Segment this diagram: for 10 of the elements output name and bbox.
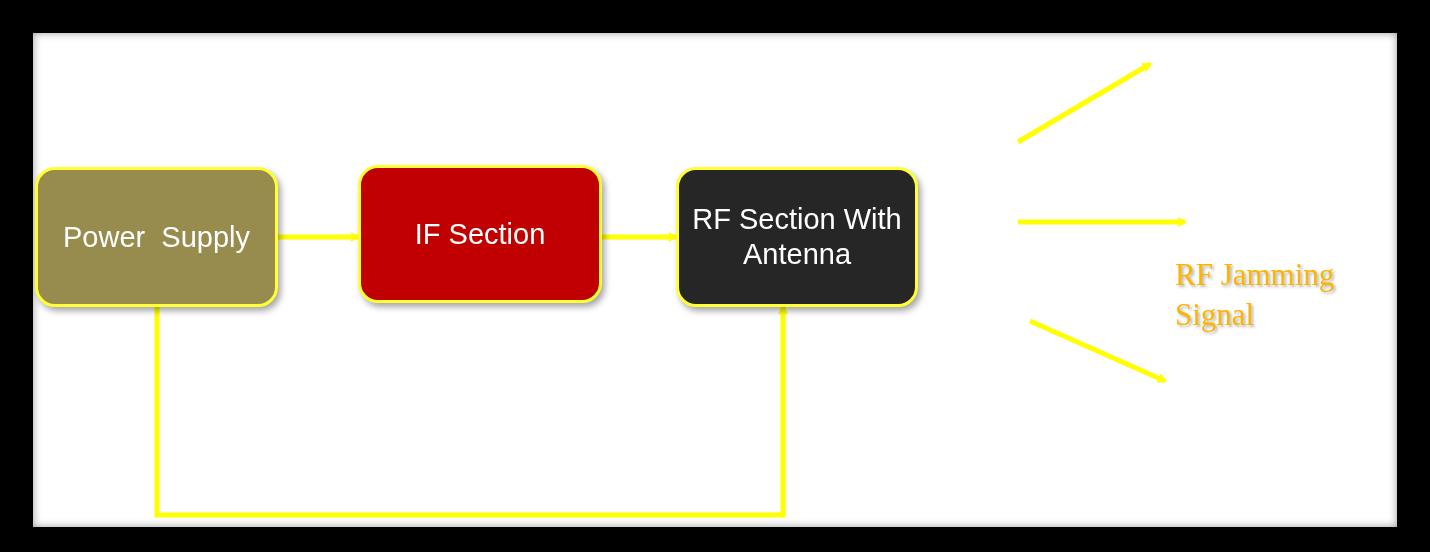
process-box — [358, 165, 602, 303]
box-label: IF Section — [413, 216, 547, 252]
process-box — [676, 167, 918, 307]
arrow — [602, 232, 677, 242]
box-label: Power Supply — [62, 219, 251, 255]
box-label: RF Section With Antenna — [691, 202, 903, 272]
arrow — [154, 306, 788, 518]
signal-label: RF Jamming Signal — [1175, 256, 1336, 335]
arrow — [278, 232, 359, 242]
process-box — [35, 167, 278, 307]
